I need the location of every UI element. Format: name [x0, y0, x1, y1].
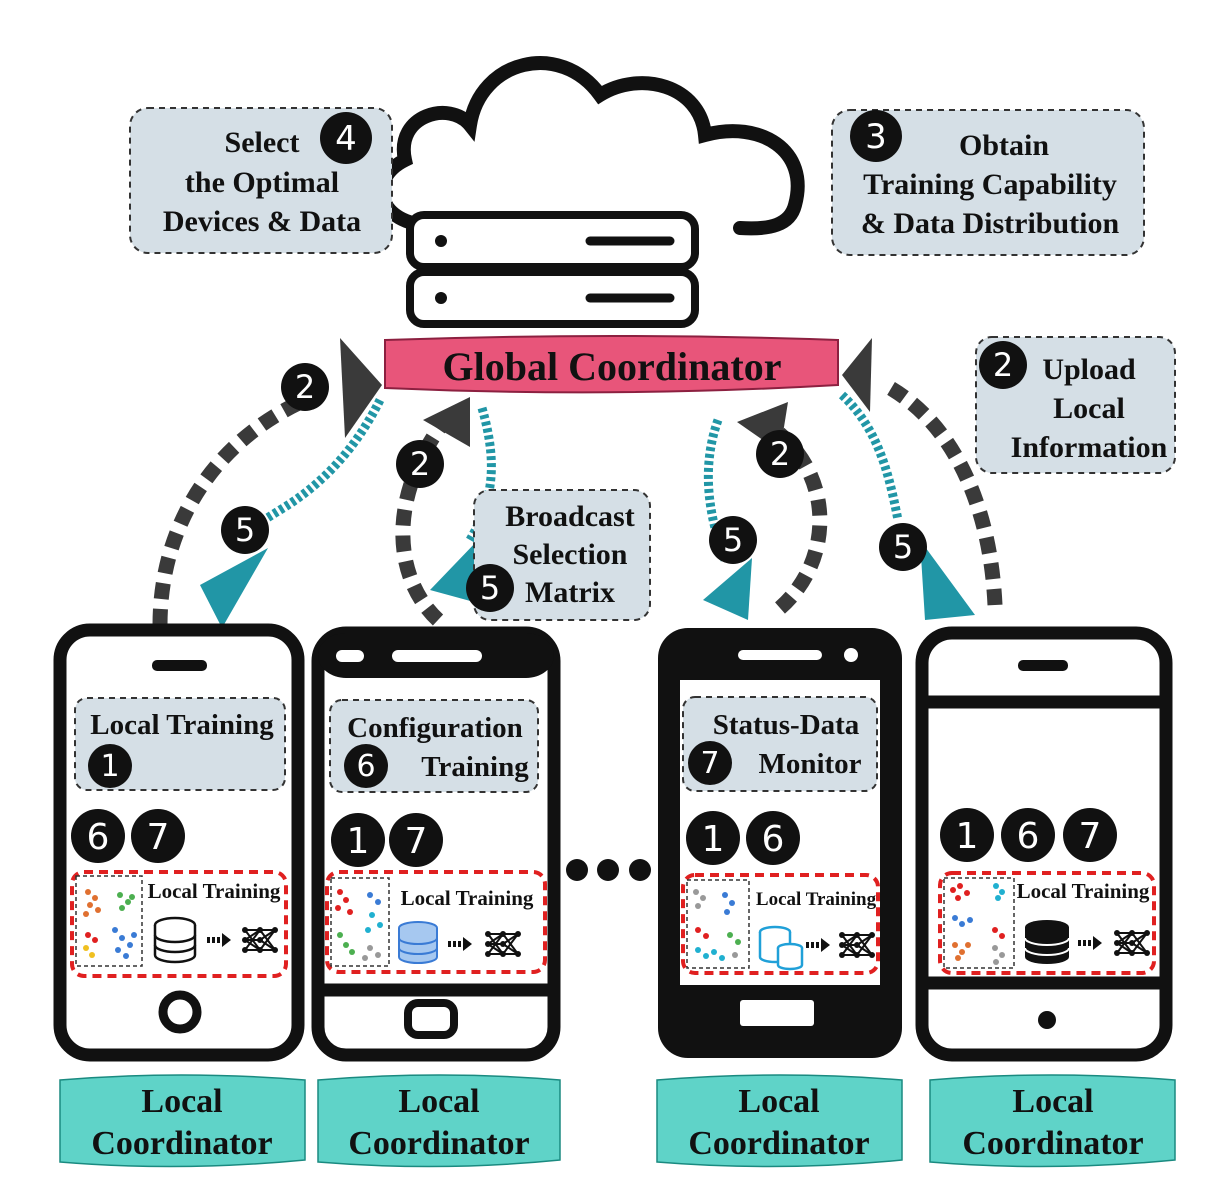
database-icon-solid: [1024, 920, 1070, 964]
step-badge-2-a-num: 2: [295, 368, 315, 406]
database-icon-outline-blue: [758, 925, 804, 971]
footer-4-line-2: Coordinator: [962, 1125, 1143, 1162]
database-icon-blue: [398, 921, 438, 964]
step-badge-3: [850, 110, 902, 162]
obtain-line-3: & Data Distribution: [861, 207, 1120, 240]
phone-4-step-2: 6: [1017, 816, 1040, 857]
broadcast-line-3: Matrix: [525, 576, 615, 609]
phone-1-step-2: 7: [147, 817, 170, 858]
global-coordinator-title: Global Coordinator: [443, 344, 782, 389]
phone-1-header-line-1: Local Training: [90, 709, 274, 741]
step-badge-4: [320, 112, 372, 164]
step-badge-5-a: [221, 506, 269, 554]
phone-3-step-badge-1: [686, 811, 740, 865]
phone-1-data-scatter: [83, 889, 137, 959]
footer-1-line-2: Coordinator: [91, 1125, 272, 1162]
step-badge-5-d: [879, 523, 927, 571]
broadcast-line-2: Selection: [513, 538, 628, 571]
footer-2-line-1: Local: [398, 1083, 479, 1120]
step-badge-5-c: [709, 516, 757, 564]
select-line-3: Devices & Data: [163, 205, 361, 238]
global-coordinator-banner: Global Coordinator: [384, 335, 839, 394]
step-badge-4-num: 4: [335, 119, 357, 159]
step-badge-2-c: [756, 430, 804, 478]
phone-2-header-badge: [344, 744, 388, 788]
phone-1-step-badge-1: [71, 809, 125, 863]
step-badge-2-upload: [979, 341, 1027, 389]
phone-3-step-2: 6: [762, 819, 785, 860]
step-badge-5-d-num: 5: [893, 528, 913, 566]
phone-3-header-badge: [688, 741, 732, 785]
phone-3-header-line-1: Status-Data: [713, 709, 860, 741]
phone-4-step-badge-1: [940, 808, 994, 862]
step-badge-2-b-num: 2: [410, 445, 430, 483]
footer-2: Local Coordinator: [317, 1074, 561, 1168]
phone-1-header-badge-num: 1: [100, 749, 119, 784]
phone-1-header-badge: [88, 744, 132, 788]
phone-2-step-2: 7: [405, 821, 428, 862]
server-icon: [406, 211, 699, 328]
step-badge-5-broadcast: [466, 564, 514, 612]
footer-1: Local Coordinator: [59, 1074, 306, 1168]
select-box: Select the Optimal Devices & Data 4: [129, 107, 393, 254]
phone-2-step-badge-2: [389, 813, 443, 867]
upload-line-3: Information: [1011, 431, 1168, 464]
phone-1-step-1: 6: [87, 817, 110, 858]
phone-2-header-line-1: Configuration: [347, 712, 523, 744]
select-line-1: Select: [225, 126, 300, 159]
obtain-line-1: Obtain: [959, 129, 1049, 162]
arrow-badges: 2 5 2 2 5 5: [221, 363, 927, 571]
phone-2-training-label: Local Training: [401, 886, 534, 910]
phone-2-data-scatter: [335, 889, 383, 961]
phone-4-step-badge-2: [1001, 808, 1055, 862]
phone-4-step-badge-3: [1063, 808, 1117, 862]
phone-3-header-line-2: Monitor: [758, 748, 861, 780]
phone-3-step-badge-2: [746, 811, 800, 865]
phone-2-step-badge-1: [331, 813, 385, 867]
broadcast-box: Broadcast Selection Matrix 5: [466, 489, 651, 621]
phone-2-header-badge-num: 6: [356, 749, 375, 784]
step-badge-3-num: 3: [865, 117, 887, 157]
phone-1-training-label: Local Training: [148, 879, 281, 903]
phone-3-training-label: Local Training: [756, 889, 877, 910]
step-badge-5-broadcast-num: 5: [480, 569, 500, 607]
obtain-box: 3 Obtain Training Capability & Data Dist…: [831, 109, 1145, 256]
footer-3-line-2: Coordinator: [688, 1125, 869, 1162]
cloud-icon: [375, 56, 805, 236]
phone-3: Status-Data Monitor 7 1 6 Local Training: [658, 628, 902, 1058]
ellipsis-icon: [566, 859, 651, 881]
phone-3-step-1: 1: [702, 819, 725, 860]
footer-2-line-2: Coordinator: [348, 1125, 529, 1162]
step-badge-2-a: [281, 363, 329, 411]
select-line-2: the Optimal: [185, 166, 339, 199]
phone-4-data-scatter: [950, 883, 1005, 965]
phone-3-data-scatter: [693, 889, 741, 961]
step-badge-5-c-num: 5: [723, 521, 743, 559]
phone-4: 1 6 7 Local Training: [915, 626, 1173, 1062]
footer-4-line-1: Local: [1012, 1083, 1093, 1120]
phone-2-step-1: 1: [347, 821, 370, 862]
database-icon: [153, 916, 197, 964]
phone-4-step-3: 7: [1079, 816, 1102, 857]
phone-3-header-badge-num: 7: [700, 746, 719, 781]
phone-4-step-1: 1: [956, 816, 979, 857]
footer-4: Local Coordinator: [929, 1074, 1176, 1168]
upload-line-2: Local: [1053, 392, 1125, 425]
upload-box: 2 Upload Local Information: [975, 336, 1176, 474]
footer-1-line-1: Local: [141, 1083, 222, 1120]
obtain-line-2: Training Capability: [863, 168, 1117, 201]
phone-2-header-line-2: Training: [421, 751, 529, 783]
upload-line-1: Upload: [1042, 353, 1136, 386]
step-badge-2-b: [396, 440, 444, 488]
phone-4-training-label: Local Training: [1017, 879, 1150, 903]
footer-3: Local Coordinator: [656, 1074, 903, 1168]
broadcast-line-1: Broadcast: [505, 500, 634, 533]
footer-3-line-1: Local: [738, 1083, 819, 1120]
phone-2: Configuration Training 6 1 7 Local Train…: [311, 626, 561, 1062]
step-badge-5-a-num: 5: [235, 511, 255, 549]
step-badge-2-upload-num: 2: [993, 346, 1013, 384]
step-badge-2-c-num: 2: [770, 435, 790, 473]
phone-1-step-badge-2: [131, 809, 185, 863]
phone-1: Local Training 1 6 7 Local Training: [53, 623, 305, 1062]
